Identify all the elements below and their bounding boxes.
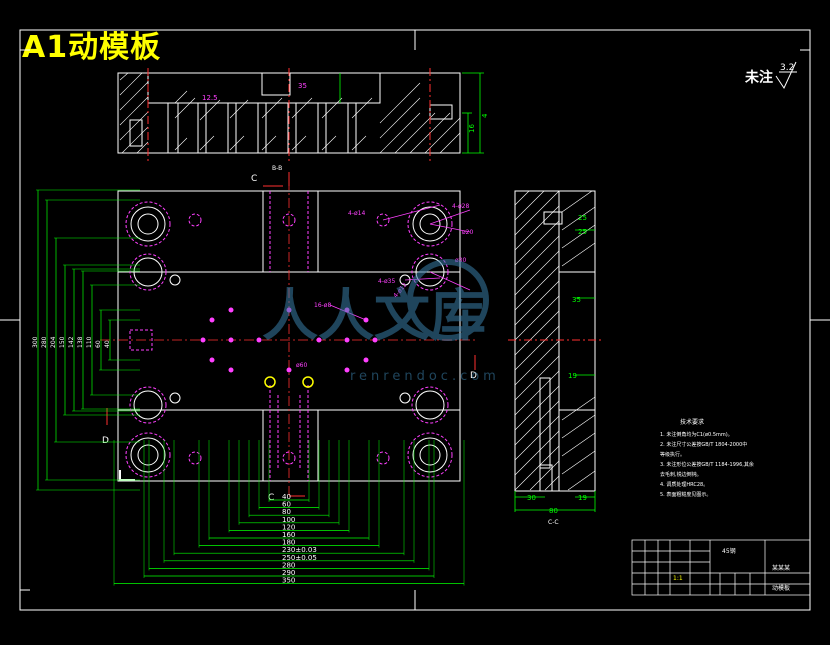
tech-note-6: 4. 调质处理HRC28。 <box>660 481 708 488</box>
top-section-view: 16 4 12.5 35 B-B <box>117 68 489 172</box>
title-block-scale: 1:1 <box>673 575 683 582</box>
callout-4x28: 4-ø28 <box>452 203 469 210</box>
section-label-bb: B-B <box>272 165 282 172</box>
roughness-top-1: 12.5 <box>202 94 218 102</box>
dim-side-b: 25 <box>578 228 587 236</box>
dim-side-d: 19 <box>568 372 577 380</box>
dim-bottom-label: 350 <box>282 577 295 585</box>
dim-left-label: 40 <box>104 340 111 348</box>
callout-16x8: 16-ø8 <box>314 302 331 309</box>
technical-notes: 技术要求 1. 未注倒角均为C1(ø0.5mm)。 2. 未注尺寸公差按GB/T… <box>660 418 754 498</box>
section-mark-c-bottom: C <box>268 493 274 503</box>
section-mark-d-left: D <box>102 436 109 446</box>
callout-4x35: 4-ø35 <box>378 278 395 285</box>
side-section-view: 25 25 35 19 30 19 80 C-C <box>508 190 602 526</box>
dim-left-label: 138 <box>77 336 84 348</box>
section-label-cc: C-C <box>548 519 559 526</box>
dim-bottom-label: 120 <box>282 523 295 531</box>
bottom-dimensions: 406080100120160180230±0.03250±0.05280290… <box>113 440 465 586</box>
callout-d30: ø30 <box>455 257 466 264</box>
callout-d20: ø20 <box>462 229 473 236</box>
tech-note-4: 3. 未注形位公差按GB/T 1184-1996,其余 <box>660 461 754 468</box>
dim-left-label: 280 <box>41 336 48 348</box>
dim-side-f: 80 <box>549 507 558 515</box>
watermark: 人人文库 renrendoc.com <box>262 259 500 384</box>
dim-bottom-label: 80 <box>282 508 291 516</box>
dim-bottom-label: 290 <box>282 569 295 577</box>
dim-left-label: 204 <box>50 336 57 348</box>
dim-left-label: 60 <box>95 340 102 348</box>
dim-side-e: 30 <box>527 494 536 502</box>
dim-bottom-label: 40 <box>282 493 291 501</box>
tech-note-2: 2. 未注尺寸公差按GB/T 1804-2000中 <box>660 441 747 448</box>
guide-holes <box>130 206 448 473</box>
title-block-material: 45钢 <box>722 547 736 555</box>
dim-bottom-label: 100 <box>282 516 295 524</box>
dim-bottom-label: 230±0.03 <box>282 546 317 554</box>
top-section-hatch <box>119 72 461 154</box>
title-block-company: 某某某 <box>772 565 790 572</box>
dim-side-g: 19 <box>578 494 587 502</box>
dim-side-c: 35 <box>572 296 581 304</box>
callout-d60: ø60 <box>296 362 307 369</box>
tech-note-7: 5. 表面粗糙度见图示。 <box>660 491 711 498</box>
drawing-title: A1动模板 <box>22 30 162 65</box>
dim-left-label: 150 <box>59 336 66 348</box>
callout-4x14: 4-ø14 <box>348 210 365 217</box>
dim-top-80: 4 <box>481 113 489 118</box>
dim-bottom-label: 250±0.05 <box>282 554 317 562</box>
section-mark-c-top: C <box>251 174 257 184</box>
dim-left-label: 110 <box>86 336 93 348</box>
roughness-top-2: 35 <box>298 82 307 90</box>
dim-bottom-label: 180 <box>282 539 295 547</box>
tech-note-3: 等级执行。 <box>660 451 685 458</box>
dim-bottom-label: 60 <box>282 501 291 509</box>
tech-notes-title: 技术要求 <box>680 418 704 426</box>
section-mark-d-right: D <box>470 371 477 381</box>
dim-top-40: 16 <box>468 124 476 133</box>
dim-bottom-label: 280 <box>282 561 295 569</box>
watermark-en: renrendoc.com <box>350 369 500 384</box>
roughness-value: 3.2 <box>780 63 794 73</box>
dim-side-a: 25 <box>578 214 587 222</box>
dim-left-label: 142 <box>68 336 75 348</box>
title-block-drawing-name: 动模板 <box>772 584 790 592</box>
dim-left-label: 300 <box>32 336 39 348</box>
roughness-label: 未注 <box>745 69 773 86</box>
tech-note-1: 1. 未注倒角均为C1(ø0.5mm)。 <box>660 431 733 438</box>
title-block <box>631 539 811 596</box>
tech-note-5: 去毛刺,锐边倒钝。 <box>660 471 702 478</box>
roughness-symbol: 未注 3.2 <box>745 61 797 90</box>
dim-bottom-label: 160 <box>282 531 295 539</box>
drawing-frame <box>0 29 830 611</box>
